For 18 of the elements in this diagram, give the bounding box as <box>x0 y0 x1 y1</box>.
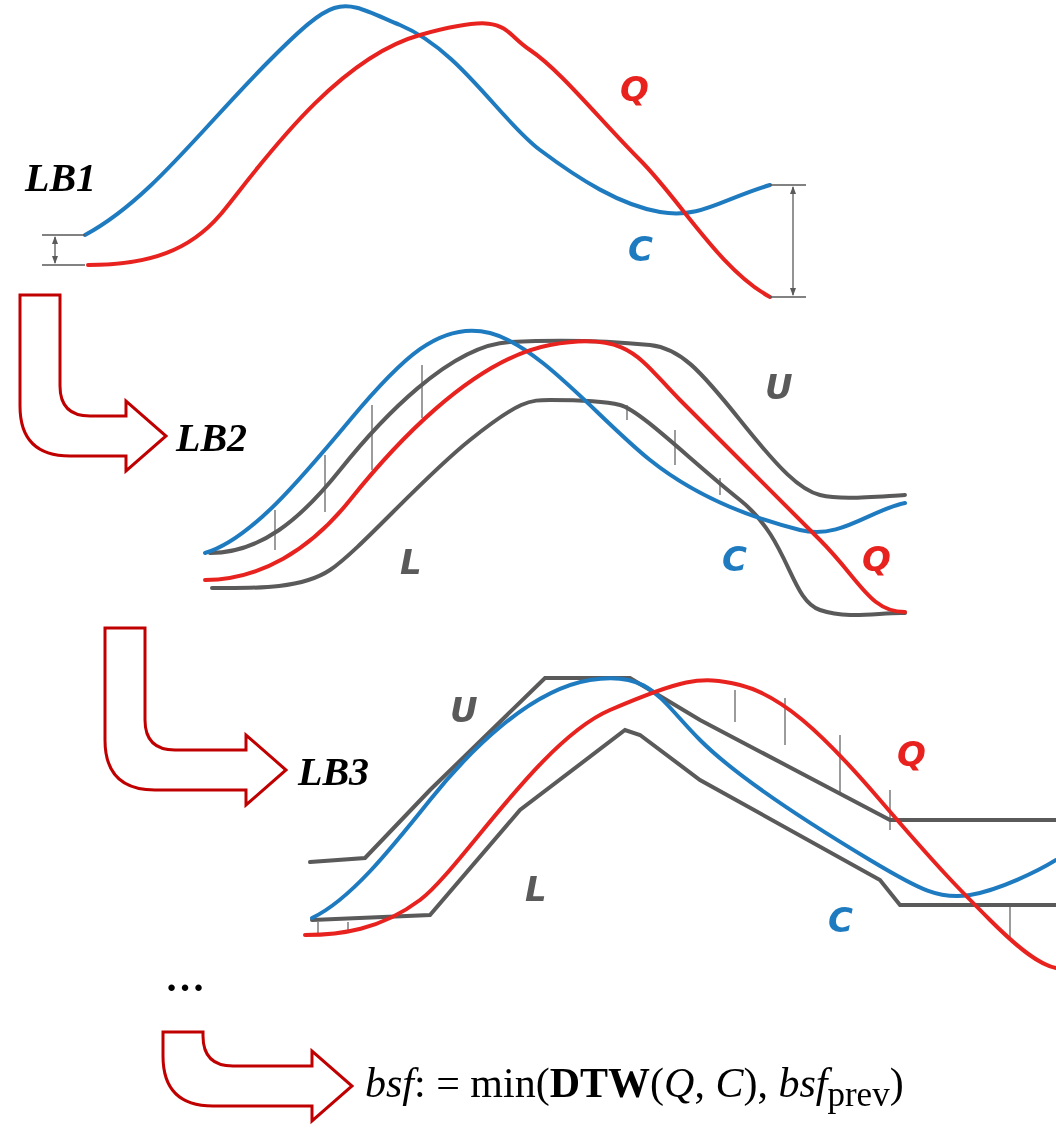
bent-arrow <box>161 1030 354 1123</box>
curve-label: U <box>765 370 793 404</box>
curve-label: U <box>450 693 478 727</box>
curve-label: C <box>628 232 653 266</box>
stage-label: LB3 <box>298 752 370 792</box>
curve-label: Q <box>620 72 649 106</box>
stage-label: LB2 <box>176 418 248 458</box>
curve-label: Q <box>897 737 926 771</box>
curve-label: C <box>722 542 747 576</box>
bent-arrow <box>18 293 168 473</box>
curve-label: L <box>400 545 422 579</box>
stage-label: LB1 <box>25 158 97 198</box>
formula: bsf: = min(DTW(Q, C), bsf$_{prev}$) <box>365 1062 904 1113</box>
curve-label: L <box>525 872 547 906</box>
curve-label: Q <box>862 542 891 576</box>
ellipsis: … <box>165 958 205 998</box>
bent-arrow <box>103 626 288 807</box>
curve-label: C <box>828 903 853 937</box>
